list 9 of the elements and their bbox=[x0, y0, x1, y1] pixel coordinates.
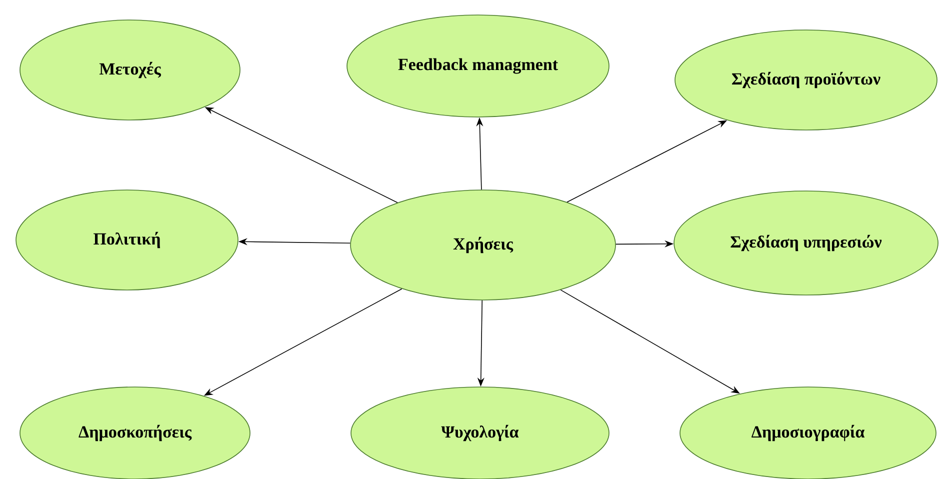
ellipse-node: Σχεδίαση υπηρεσιών bbox=[674, 190, 938, 296]
ellipse-node: Δημοσιογραφία bbox=[680, 386, 936, 479]
ellipse-node: Δημοσκοπήσεις bbox=[20, 386, 250, 479]
ellipse-node: Ψυχολογία bbox=[350, 386, 610, 479]
ellipse-node: Σχεδίαση προϊόντων bbox=[674, 30, 938, 130]
ellipse-node: Feedback managment bbox=[346, 14, 610, 118]
ellipse-node: Χρήσεις bbox=[350, 190, 616, 300]
ellipse-node: Μετοχές bbox=[20, 20, 240, 120]
ellipse-node: Πολιτική bbox=[16, 190, 238, 290]
